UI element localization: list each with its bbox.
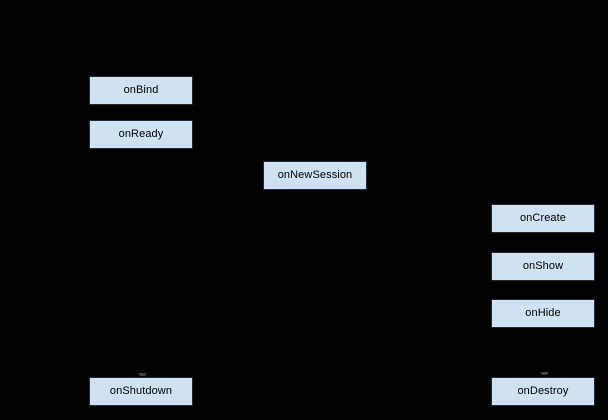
node-onShutdown: onShutdown xyxy=(89,377,193,406)
node-onNewSession: onNewSession xyxy=(263,161,367,190)
node-onHide: onHide xyxy=(491,299,595,328)
node-onDestroy: onDestroy xyxy=(491,377,595,406)
arrowhead-tip-icon xyxy=(138,373,147,379)
node-onReady: onReady xyxy=(89,120,193,149)
arrowhead-tip-icon xyxy=(540,372,549,378)
node-onCreate: onCreate xyxy=(491,204,595,233)
node-onShow: onShow xyxy=(491,252,595,281)
node-onBind: onBind xyxy=(89,76,193,105)
